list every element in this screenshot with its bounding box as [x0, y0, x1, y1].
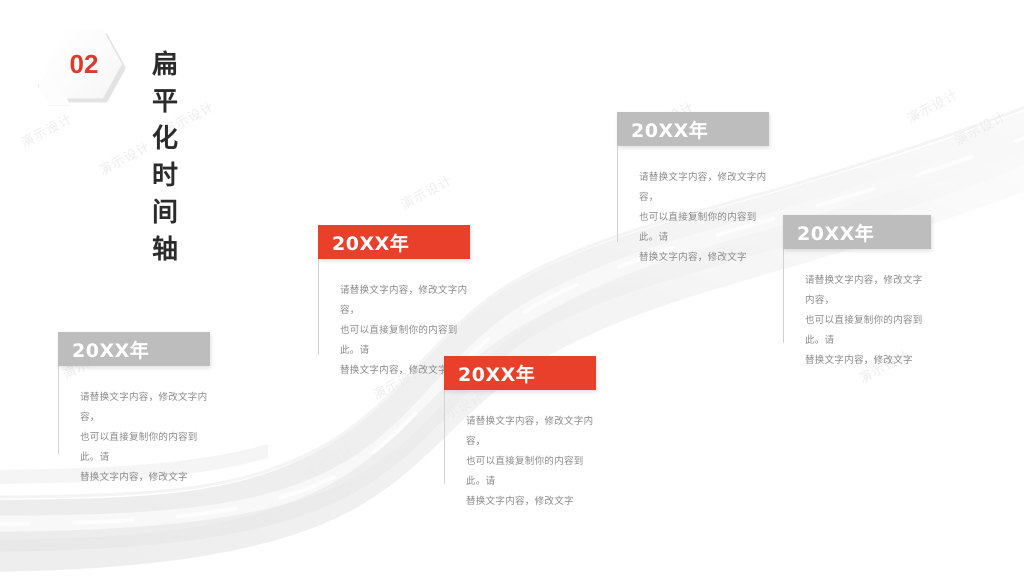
timeline-year-label: 20XX年: [72, 339, 150, 362]
body-line: 也可以直接复制你的内容到此。请: [805, 315, 923, 346]
timeline-card[interactable]: 20XX年 请替换文字内容，修改文字内容， 也可以直接复制你的内容到此。请 替换…: [58, 332, 210, 488]
watermark-text: 演示设计: [300, 443, 358, 484]
body-line: 请替换文字内容，修改文字内容，: [340, 285, 468, 316]
timeline-year-label: 20XX年: [631, 119, 709, 142]
timeline-card-body: 请替换文字内容，修改文字内容， 也可以直接复制你的内容到此。请 替换文字内容，修…: [444, 412, 596, 512]
timeline-card-header[interactable]: 20XX年: [444, 356, 596, 390]
timeline-card-header[interactable]: 20XX年: [58, 332, 210, 366]
body-line: 请替换文字内容，修改文字内容，: [80, 392, 208, 423]
watermark-text: 演示设计: [96, 139, 154, 180]
section-badge: 02: [36, 22, 136, 108]
body-line: 替换文字内容，修改文字: [805, 355, 913, 366]
body-line: 替换文字内容，修改文字: [80, 472, 188, 483]
timeline-card-header[interactable]: 20XX年: [318, 225, 470, 259]
watermark-text: 演示设计: [952, 109, 1010, 150]
watermark-text: 演示设计: [18, 111, 76, 152]
timeline-card-body: 请替换文字内容，修改文字内容， 也可以直接复制你的内容到此。请 替换文字内容，修…: [617, 168, 769, 268]
timeline-card-header[interactable]: 20XX年: [617, 112, 769, 146]
timeline-year-label: 20XX年: [458, 363, 536, 386]
watermark-text: 演示设计: [398, 173, 456, 214]
timeline-card-body: 请替换文字内容，修改文字内容， 也可以直接复制你的内容到此。请 替换文字内容，修…: [58, 388, 210, 488]
timeline-card[interactable]: 20XX年 请替换文字内容，修改文字内容， 也可以直接复制你的内容到此。请 替换…: [783, 215, 931, 371]
body-line: 替换文字内容，修改文字: [466, 496, 574, 507]
body-line: 请替换文字内容，修改文字内容，: [805, 275, 923, 306]
body-line: 也可以直接复制你的内容到此。请: [466, 456, 584, 487]
watermark-text: 演示设计: [904, 87, 962, 128]
timeline-card[interactable]: 20XX年 请替换文字内容，修改文字内容， 也可以直接复制你的内容到此。请 替换…: [617, 112, 769, 268]
body-line: 也可以直接复制你的内容到此。请: [340, 325, 458, 356]
body-line: 请替换文字内容，修改文字内容，: [466, 416, 594, 447]
timeline-year-label: 20XX年: [332, 232, 410, 255]
body-line: 替换文字内容，修改文字: [639, 252, 747, 263]
page-title: 扁平化时间轴: [152, 50, 181, 265]
body-line: 也可以直接复制你的内容到此。请: [80, 432, 198, 463]
body-line: 也可以直接复制你的内容到此。请: [639, 212, 757, 243]
body-line: 请替换文字内容，修改文字内容，: [639, 172, 767, 203]
timeline-card-body: 请替换文字内容，修改文字内容， 也可以直接复制你的内容到此。请 替换文字内容，修…: [783, 271, 931, 371]
section-number: 02: [69, 49, 99, 79]
timeline-card[interactable]: 20XX年 请替换文字内容，修改文字内容， 也可以直接复制你的内容到此。请 替换…: [444, 356, 596, 512]
timeline-year-label: 20XX年: [797, 222, 875, 245]
timeline-card-header[interactable]: 20XX年: [783, 215, 931, 249]
